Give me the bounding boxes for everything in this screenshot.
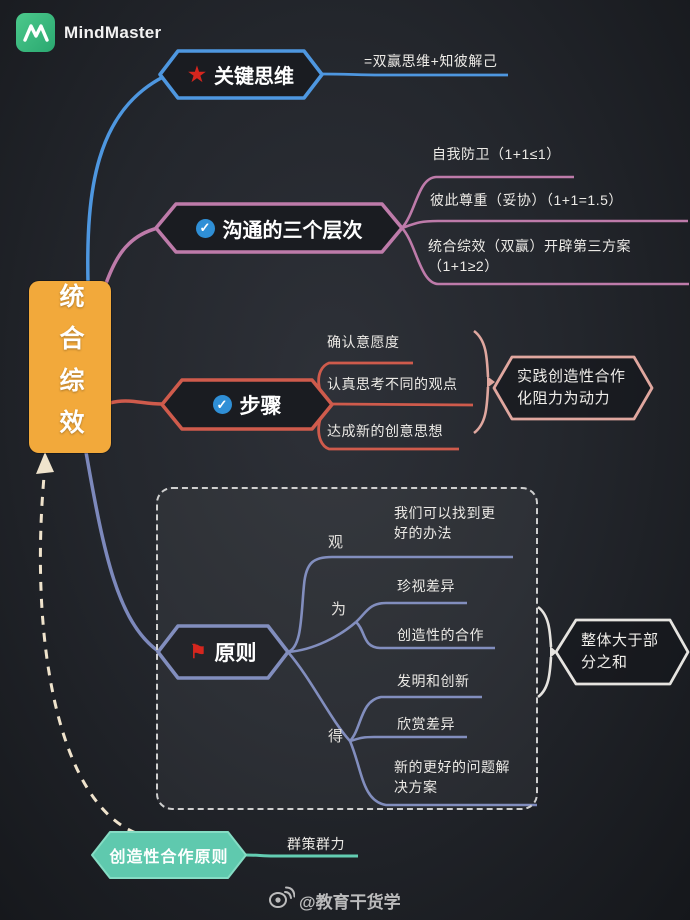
branch-line-principles	[84, 451, 160, 653]
line-de-child-3	[348, 740, 537, 807]
watermark: @教育干货学	[268, 886, 401, 914]
practice-summary-node-shape	[492, 355, 654, 421]
principles-boundary-box	[156, 487, 538, 810]
wei-child-1[interactable]: 珍视差异	[397, 578, 455, 594]
underline-comm-2	[401, 219, 688, 230]
key-thinking-note[interactable]: =双赢思维+知彼解己	[364, 53, 498, 69]
watermark-text: @教育干货学	[299, 892, 401, 912]
comm-child-1[interactable]: 自我防卫（1+1≤1）	[432, 146, 561, 162]
communication-node-shape	[154, 202, 404, 254]
central-topic[interactable]: 统合综效	[29, 281, 111, 453]
key-thinking-node-shape	[158, 49, 324, 100]
summary-brace-steps-arrow	[487, 376, 495, 388]
underline-comm-3	[400, 227, 689, 286]
relationship-dashed-arrow	[38, 465, 137, 835]
node-communication[interactable]: ✓ 沟通的三个层次	[156, 204, 402, 252]
line-wei-child-2	[355, 621, 495, 650]
app-name: MindMaster	[64, 22, 162, 42]
principles-summary-node[interactable]: 整体大于部分之和	[556, 620, 690, 684]
underline-key-note	[321, 72, 508, 77]
branch-line-communication	[102, 226, 159, 290]
steps-node-shape	[160, 378, 334, 431]
node-key-thinking[interactable]: ★ 关键思维	[160, 51, 322, 98]
steps-title: 步骤	[239, 394, 282, 418]
step-child-1[interactable]: 确认意愿度	[327, 334, 400, 350]
relationship-arrowhead	[36, 452, 54, 474]
communication-title: 沟通的三个层次	[222, 219, 363, 242]
floating-topic-node-shape	[91, 831, 247, 879]
comm-child-2[interactable]: 彼此尊重（妥协）（1+1=1.5）	[430, 192, 623, 208]
line-principle-guan	[287, 555, 513, 654]
check-circle-icon: ✓	[195, 218, 215, 238]
summary-brace-steps	[473, 329, 490, 435]
line-principle-de	[287, 651, 351, 742]
central-topic-title: 统合综效	[56, 283, 84, 451]
step-child-2[interactable]: 认真思考不同的观点	[327, 376, 458, 392]
branch-line-steps	[109, 399, 163, 406]
line-de-child-1	[348, 695, 482, 742]
steps-summary-node[interactable]: 实践创造性合作化阻力为动力	[494, 357, 652, 419]
de-child-2[interactable]: 欣赏差异	[397, 716, 455, 732]
node-principles[interactable]: ⚑ 原则	[158, 626, 288, 678]
de-child-3[interactable]: 新的更好的问题解决方案	[394, 759, 510, 796]
principles-title: 原则	[214, 642, 257, 665]
summary-brace-principles	[537, 605, 553, 699]
weibo-icon	[268, 886, 296, 914]
key-thinking-title: 关键思维	[213, 66, 294, 88]
mindmaster-logo-icon	[16, 13, 55, 52]
app-logo: MindMaster	[16, 13, 161, 52]
wei-child-2[interactable]: 创造性的合作	[397, 627, 484, 643]
red-star-icon: ★	[188, 63, 206, 86]
subtopic-de[interactable]: 得	[328, 728, 344, 745]
underline-step-2	[330, 402, 474, 407]
whole-summary-node-shape	[554, 618, 690, 686]
node-floating-topic[interactable]: 创造性合作原则	[92, 832, 246, 878]
floating-topic-child[interactable]: 群策群力	[287, 836, 345, 852]
red-flag-icon: ⚑	[189, 641, 207, 663]
check-circle-icon: ✓	[212, 395, 232, 414]
branch-line-key-thinking	[86, 75, 164, 284]
de-child-1[interactable]: 发明和创新	[397, 673, 470, 689]
subtopic-wei[interactable]: 为	[331, 601, 347, 618]
guan-child-1[interactable]: 我们可以找到更好的办法	[394, 505, 496, 542]
line-wei-child-1	[355, 601, 467, 623]
subtopic-guan[interactable]: 观	[328, 534, 344, 551]
floating-topic-title: 创造性合作原则	[109, 849, 229, 866]
line-principle-wei	[287, 621, 357, 654]
steps-summary-text: 实践创造性合作化阻力为动力	[517, 367, 626, 408]
underline-floating-child	[245, 853, 358, 858]
comm-child-3[interactable]: 统合综效（双赢）开辟第三方案（1+1≥2）	[428, 238, 631, 275]
step-child-3[interactable]: 达成新的创意思想	[327, 423, 443, 439]
summary-brace-principles-arrow	[550, 646, 557, 658]
line-de-child-2	[349, 735, 467, 743]
principles-node-shape	[156, 624, 290, 680]
principles-summary-text: 整体大于部分之和	[581, 631, 659, 672]
node-steps[interactable]: ✓ 步骤	[162, 380, 332, 429]
underline-comm-1	[400, 175, 574, 229]
